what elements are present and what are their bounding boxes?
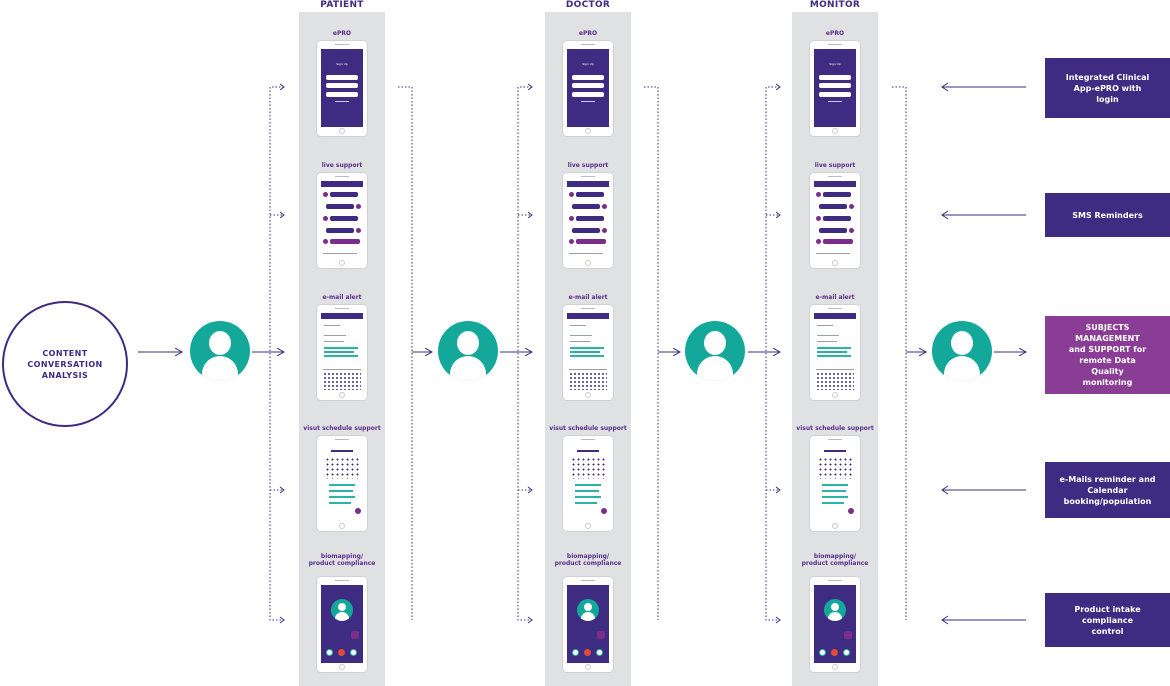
feature-label: SMS Reminders [1072,210,1143,220]
signup-title: Sign Up [336,62,348,66]
phone-biomapping [562,576,614,673]
screen-label-live-support: live support [814,162,856,169]
screen-label-email-alert: e-mail alert [322,294,362,301]
screen-label-email-alert: e-mail alert [815,294,855,301]
person-silhouette-icon [438,321,498,381]
signup-title: Sign Up [582,62,594,66]
column-patient: ePRO Sign Up live support e-mail alert v… [299,12,385,686]
phone-live-support [316,172,368,269]
phone-biomapping [316,576,368,673]
person-silhouette-icon [932,321,992,381]
person-silhouette-icon [190,321,250,381]
signup-title: Sign Up [829,62,841,66]
screen-label-visit-schedule: visut schedule support [796,425,874,432]
feature-label: Product intake compliance control [1074,604,1141,636]
feature-label: SUBJECTS MANAGEMENT and SUPPORT for remo… [1068,323,1147,387]
column-title-monitor: MONITOR [809,0,861,10]
feature-label: e-Mails reminder and Calendar booking/po… [1059,474,1156,506]
column-title-patient: PATIENT [320,0,364,10]
screen-label-biomapping: biomapping/ product compliance [308,553,376,567]
screen-label-epro: ePRO [332,30,352,37]
screen-label-live-support: live support [321,162,363,169]
phone-visit-schedule [562,435,614,532]
phone-visit-schedule [316,435,368,532]
feature-box-email-calendar: e-Mails reminder and Calendar booking/po… [1045,462,1170,518]
person-silhouette-icon [685,321,745,381]
feature-label: Integrated Clinical App-ePRO with login [1065,72,1150,104]
screen-label-live-support: live support [567,162,609,169]
feature-box-product-intake: Product intake compliance control [1045,593,1170,647]
feature-box-epro-login: Integrated Clinical App-ePRO with login [1045,58,1170,118]
phone-email-alert [316,304,368,401]
phone-biomapping [809,576,861,673]
dotted-brackets [269,86,907,621]
column-monitor: ePRO Sign Up live support e-mail alert v… [792,12,878,686]
phone-visit-schedule [809,435,861,532]
feature-arrows [941,82,1026,625]
phone-email-alert [562,304,614,401]
content-conversation-analysis-node: CONTENT CONVERSATION ANALYSIS [2,301,128,427]
feature-box-subjects-management: SUBJECTS MANAGEMENT and SUPPORT for remo… [1045,316,1170,394]
screen-label-biomapping: biomapping/ product compliance [554,553,622,567]
screen-label-epro: ePRO [578,30,598,37]
phone-epro: Sign Up [562,40,614,137]
feature-box-sms-reminders: SMS Reminders [1045,193,1170,237]
phone-email-alert [809,304,861,401]
screen-label-email-alert: e-mail alert [568,294,608,301]
source-label: CONTENT CONVERSATION ANALYSIS [27,348,103,380]
phone-epro: Sign Up [316,40,368,137]
column-title-doctor: DOCTOR [565,0,611,10]
screen-label-visit-schedule: visut schedule support [549,425,627,432]
phone-epro: Sign Up [809,40,861,137]
phone-live-support [809,172,861,269]
screen-label-visit-schedule: visut schedule support [303,425,381,432]
screen-label-biomapping: biomapping/ product compliance [801,553,869,567]
screen-label-epro: ePRO [825,30,845,37]
phone-live-support [562,172,614,269]
column-doctor: ePRO Sign Up live support e-mail alert v… [545,12,631,686]
